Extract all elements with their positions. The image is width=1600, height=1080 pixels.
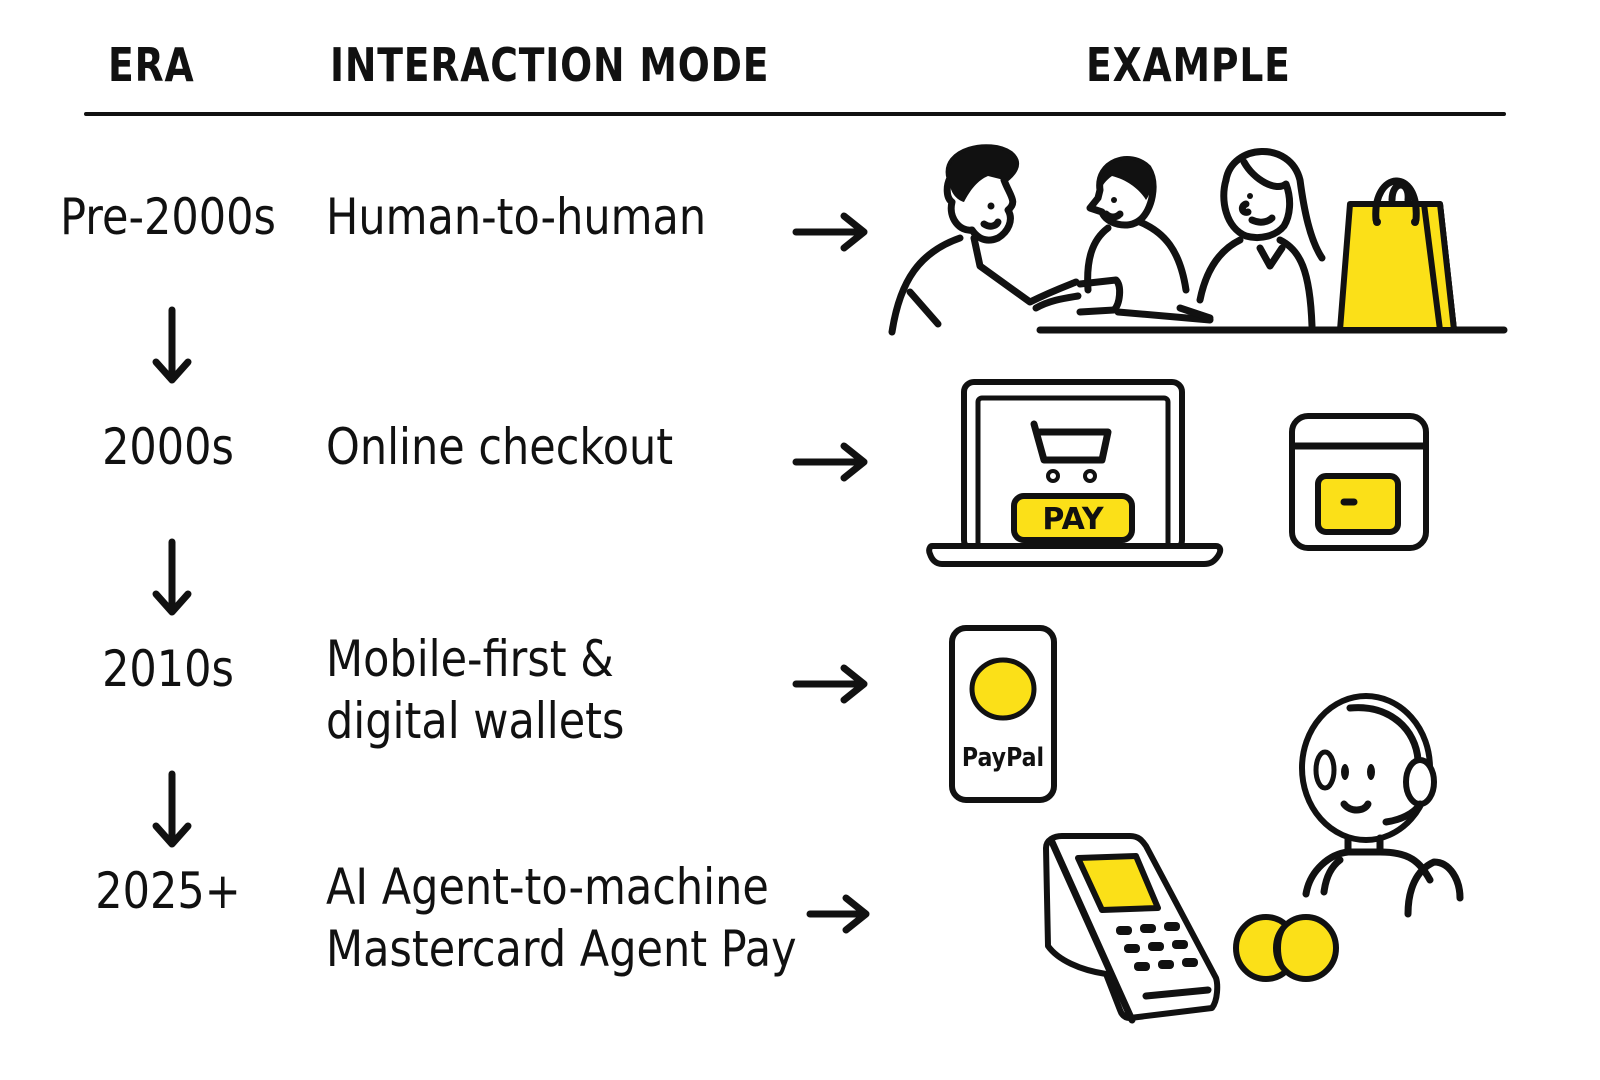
- online-checkout-illustration: PAY: [926, 379, 1429, 567]
- right-arrow-icon: [792, 442, 868, 482]
- right-arrow-icon: [792, 212, 868, 252]
- digital-and-agent-payment-illustration: PayPal: [949, 625, 1464, 1024]
- era-label: Pre-2000s: [60, 188, 276, 246]
- phone-wallet-icon: PayPal: [949, 625, 1057, 803]
- paypal-label: PayPal: [962, 742, 1044, 772]
- right-arrow-icon: [792, 664, 868, 704]
- shopping-cart-icon: [1030, 420, 1112, 483]
- credit-card-window-icon: [1289, 413, 1429, 551]
- era-label: 2025+: [95, 862, 241, 920]
- payment-terminal-icon: [1043, 833, 1221, 1024]
- column-header-interaction-mode: INTERACTION MODE: [330, 38, 770, 92]
- in-store-scene-illustration: [888, 144, 1508, 336]
- column-header-era: ERA: [108, 38, 195, 92]
- era-label: 2010s: [102, 640, 234, 698]
- down-arrow-icon: [152, 306, 192, 384]
- interaction-mode-label: Mobile-first & digital wallets: [326, 630, 625, 750]
- right-arrow-icon: [806, 894, 870, 934]
- column-header-example: EXAMPLE: [1086, 38, 1291, 92]
- shopkeeper-icon: [888, 144, 1082, 336]
- ai-agent-headset-icon: [1299, 693, 1464, 918]
- down-arrow-icon: [152, 538, 192, 616]
- down-arrow-icon: [152, 770, 192, 848]
- mastercard-logo-icon: [1233, 914, 1339, 982]
- customer-woman-icon: [1176, 148, 1326, 330]
- interaction-mode-label: Online checkout: [326, 418, 674, 476]
- interaction-mode-label: AI Agent-to-machine Mastercard Agent Pay: [326, 858, 797, 978]
- shopping-bag-icon: [1337, 177, 1457, 333]
- customer-icon: [1084, 156, 1214, 324]
- header-divider: [84, 112, 1506, 116]
- interaction-mode-label: Human-to-human: [326, 188, 707, 246]
- pay-button: PAY: [1011, 493, 1135, 543]
- era-label: 2000s: [102, 418, 234, 476]
- pay-button-label: PAY: [1042, 502, 1105, 537]
